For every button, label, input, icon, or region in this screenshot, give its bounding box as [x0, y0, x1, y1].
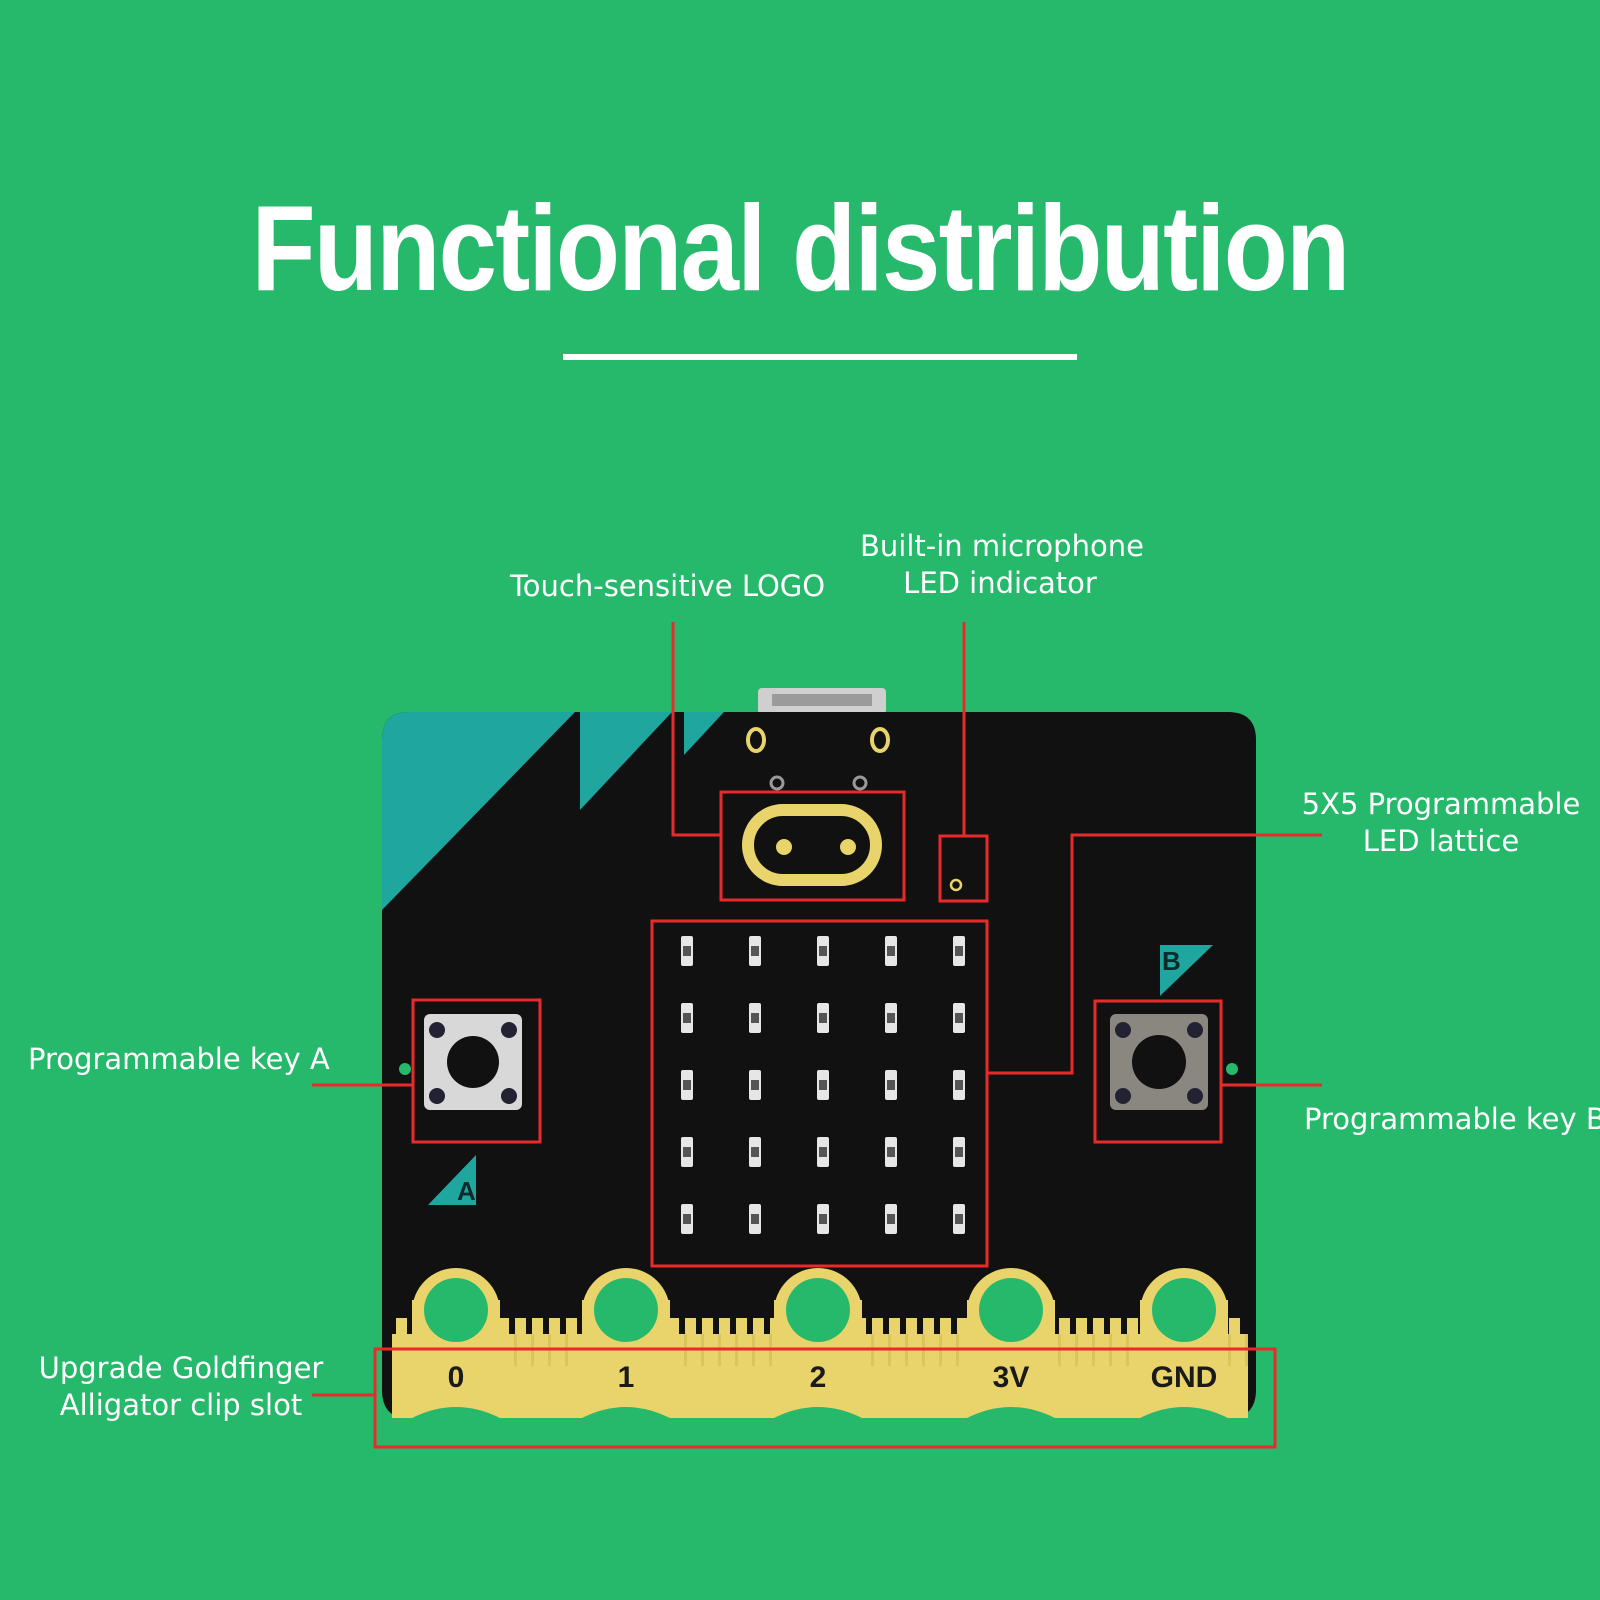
label-lattice-line1: 5X5 Programmable — [1301, 787, 1581, 821]
callout-lines — [312, 622, 1322, 1449]
touch-logo — [742, 804, 882, 886]
button-b-badge — [1160, 945, 1213, 996]
label-key-a: Programmable key A — [28, 1042, 330, 1076]
label-goldfinger-line1: Upgrade Goldfinger — [38, 1351, 324, 1385]
title-underline — [563, 354, 1077, 360]
label-goldfinger-line2: Alligator clip slot — [59, 1388, 303, 1422]
teal-graphic — [382, 712, 575, 910]
page-title: Functional distribution — [251, 180, 1351, 316]
label-goldfinger: Upgrade Goldfinger Alligator clip slot — [30, 1350, 332, 1424]
label-microphone-line1: Built-in microphone — [860, 529, 1144, 563]
microphone-led — [949, 878, 963, 892]
pin-hole — [424, 1278, 488, 1342]
pin-hole — [594, 1278, 658, 1342]
pin-label: 0 — [448, 1361, 465, 1394]
button-a — [399, 1014, 522, 1110]
button-b — [1110, 1014, 1238, 1110]
label-led-lattice: 5X5 Programmable LED lattice — [1300, 786, 1582, 860]
label-microphone: Built-in microphone LED indicator — [860, 528, 1144, 602]
pin-hole — [786, 1278, 850, 1342]
pin-hole — [979, 1278, 1043, 1342]
button-b-badge-label: B — [1162, 946, 1181, 976]
led-matrix — [681, 936, 965, 1234]
pin-label: GND — [1151, 1361, 1218, 1394]
board — [382, 712, 1256, 1418]
label-lattice-line2: LED lattice — [1362, 824, 1520, 858]
label-key-b: Programmable key B — [1304, 1102, 1600, 1136]
label-touch-logo: Touch-sensitive LOGO — [510, 569, 826, 603]
button-a-badge — [428, 1155, 476, 1205]
pin-label: 2 — [810, 1361, 827, 1394]
pin-hole — [1152, 1278, 1216, 1342]
button-a-badge-label: A — [457, 1176, 476, 1206]
pin-label: 3V — [993, 1361, 1030, 1394]
label-microphone-line2: LED indicator — [903, 566, 1097, 600]
pin-label: 1 — [618, 1361, 635, 1394]
